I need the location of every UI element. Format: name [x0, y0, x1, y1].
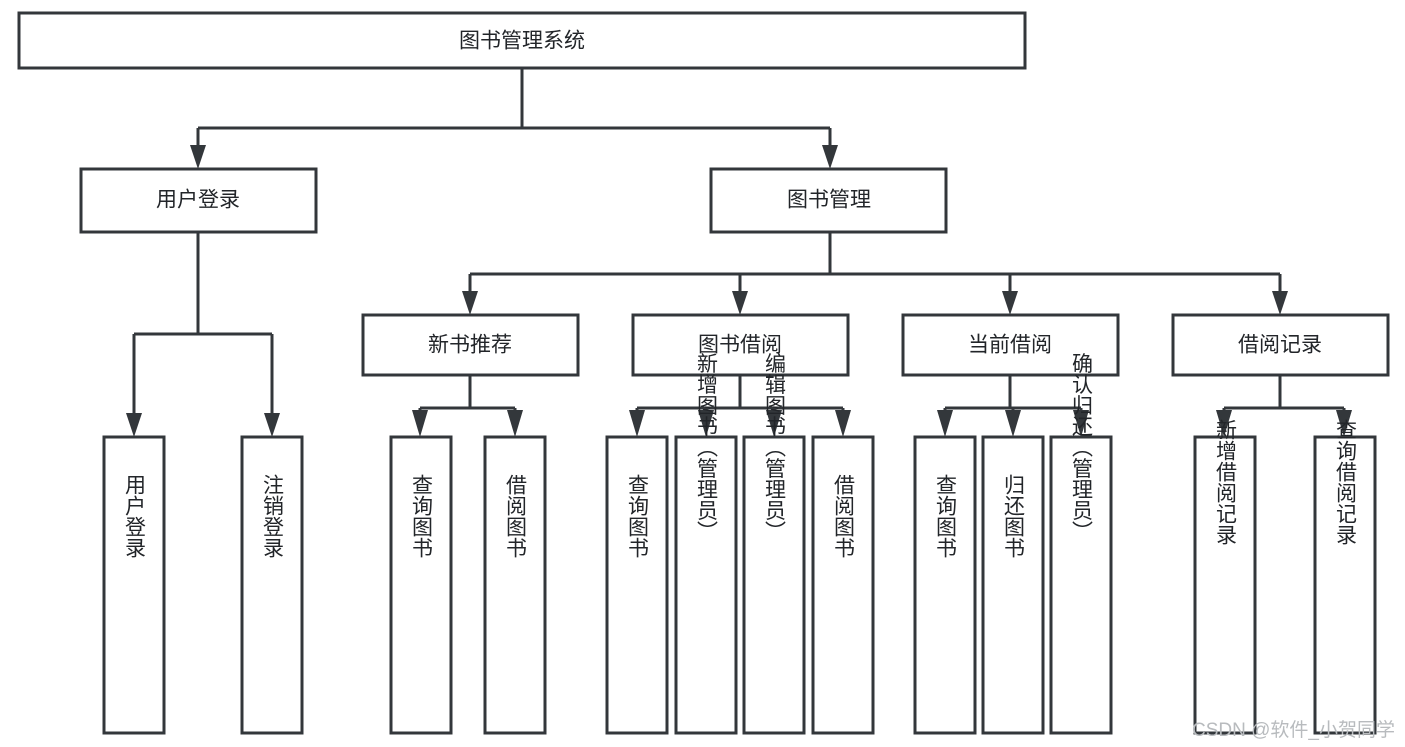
node-leaf-current-return-box[interactable] [981, 435, 1045, 735]
node-login-box[interactable] [79, 167, 318, 234]
node-leaf-borrow-edit-box[interactable] [742, 435, 806, 735]
node-leaf-borrow-add[interactable]: 新增图书（管理员） [674, 353, 738, 735]
node-leaf-current-query-label: 查询图书 [934, 474, 958, 558]
arrow-head-leaf-records-add [1216, 410, 1232, 437]
node-leaf-borrow-add-box[interactable] [674, 435, 738, 735]
node-leaf-current-query[interactable]: 查询图书 [913, 435, 977, 735]
node-leaf-current-confirm[interactable]: 确认归还（管理员） [1049, 353, 1113, 735]
arrow-head-records [1272, 291, 1288, 315]
node-leaf-user-login-label: 用户登录 [123, 474, 147, 558]
arrow-head-leaf-borrow-lend [835, 410, 851, 437]
node-leaf-records-add[interactable]: 新增借阅记录 [1193, 419, 1257, 735]
connector-group-bookmgmt [462, 232, 1288, 315]
node-leaf-records-query-box[interactable] [1313, 435, 1377, 735]
connector-group-borrow [629, 375, 851, 437]
arrow-head-leaf-current-query [937, 410, 953, 437]
node-leaf-newbook-query-label: 查询图书 [410, 474, 434, 558]
node-leaf-user-logout[interactable]: 注销登录 [240, 435, 304, 735]
node-leaf-current-return[interactable]: 归还图书 [981, 435, 1045, 735]
arrow-head-newbook [462, 291, 478, 315]
node-borrow-label: 图书借阅 [698, 334, 782, 357]
node-records-label: 借阅记录 [1238, 334, 1322, 357]
node-records[interactable]: 借阅记录 [1171, 313, 1390, 377]
node-borrow-box[interactable] [631, 313, 850, 377]
node-leaf-borrow-query-box[interactable] [605, 435, 669, 735]
arrow-head-leaf-newbook-borrow [507, 410, 523, 437]
node-current[interactable]: 当前借阅 [901, 313, 1120, 377]
node-leaf-user-logout-label: 注销登录 [261, 474, 285, 558]
node-leaf-borrow-lend-label: 借阅图书 [832, 474, 856, 558]
node-leaf-newbook-query-box[interactable] [389, 435, 453, 735]
node-current-box[interactable] [901, 313, 1120, 377]
node-leaf-borrow-lend-box[interactable] [811, 435, 875, 735]
connector-group-login [126, 232, 280, 437]
node-leaf-newbook-borrow[interactable]: 借阅图书 [483, 435, 547, 735]
connector-group-root [190, 68, 838, 169]
node-login[interactable]: 用户登录 [79, 167, 318, 234]
node-newbook-box[interactable] [361, 313, 580, 377]
arrow-head-current [1002, 291, 1018, 315]
node-leaf-user-login[interactable]: 用户登录 [102, 435, 166, 735]
arrow-head-leaf-user-login [126, 413, 142, 437]
node-leaf-user-logout-box[interactable] [240, 435, 304, 735]
node-leaf-newbook-borrow-box[interactable] [483, 435, 547, 735]
node-leaf-current-return-label: 归还图书 [1002, 474, 1026, 558]
node-bookmgmt-box[interactable] [709, 167, 948, 234]
node-leaf-borrow-edit[interactable]: 编辑图书（管理员） [742, 353, 806, 735]
node-leaf-current-query-box[interactable] [913, 435, 977, 735]
watermark-label: CSDN @软件_小贺同学 [1192, 719, 1395, 741]
connector-group-current [937, 375, 1089, 437]
node-leaf-newbook-borrow-label: 借阅图书 [504, 474, 528, 558]
arrow-head-leaf-user-logout [264, 413, 280, 437]
node-records-box[interactable] [1171, 313, 1390, 377]
node-current-label: 当前借阅 [968, 334, 1052, 357]
node-bookmgmt-label: 图书管理 [787, 189, 871, 212]
node-leaf-records-query-label: 查询借阅记录 [1334, 419, 1358, 545]
node-leaf-borrow-query[interactable]: 查询图书 [605, 435, 669, 735]
arrow-head-leaf-borrow-edit [766, 410, 782, 437]
arrow-head-bookmgmt [822, 145, 838, 169]
node-leaf-records-query[interactable]: 查询借阅记录 [1313, 419, 1377, 735]
arrow-head-login [190, 145, 206, 169]
arrow-head-leaf-current-return [1005, 410, 1021, 437]
node-leaf-borrow-add-label: 新增图书（管理员） [695, 353, 719, 542]
arrow-head-borrow [732, 291, 748, 315]
node-leaf-borrow-edit-label: 编辑图书（管理员） [763, 353, 787, 542]
node-newbook-label: 新书推荐 [428, 334, 512, 357]
node-leaf-user-login-box[interactable] [102, 435, 166, 735]
arrow-head-leaf-borrow-query [629, 410, 645, 437]
node-root-box[interactable] [17, 11, 1027, 70]
arrow-head-leaf-records-query [1336, 410, 1352, 437]
node-leaf-borrow-lend[interactable]: 借阅图书 [811, 435, 875, 735]
node-leaf-records-add-label: 新增借阅记录 [1214, 419, 1238, 545]
connector-group-newbook [412, 375, 523, 437]
node-leaf-newbook-query[interactable]: 查询图书 [389, 435, 453, 735]
arrow-head-leaf-newbook-query [412, 410, 428, 437]
arrow-head-leaf-borrow-add [698, 410, 714, 437]
node-borrow[interactable]: 图书借阅 [631, 313, 850, 377]
node-leaf-borrow-query-label: 查询图书 [626, 474, 650, 558]
node-login-label: 用户登录 [156, 189, 240, 212]
arrow-head-leaf-current-confirm [1073, 410, 1089, 437]
node-leaf-current-confirm-label: 确认归还（管理员） [1070, 353, 1094, 542]
node-root[interactable]: 图书管理系统 [17, 11, 1027, 70]
connector-group-records [1216, 375, 1352, 437]
node-newbook[interactable]: 新书推荐 [361, 313, 580, 377]
node-leaf-records-add-box[interactable] [1193, 435, 1257, 735]
node-leaf-current-confirm-box[interactable] [1049, 435, 1113, 735]
node-bookmgmt[interactable]: 图书管理 [709, 167, 948, 234]
node-root-label: 图书管理系统 [459, 30, 585, 53]
